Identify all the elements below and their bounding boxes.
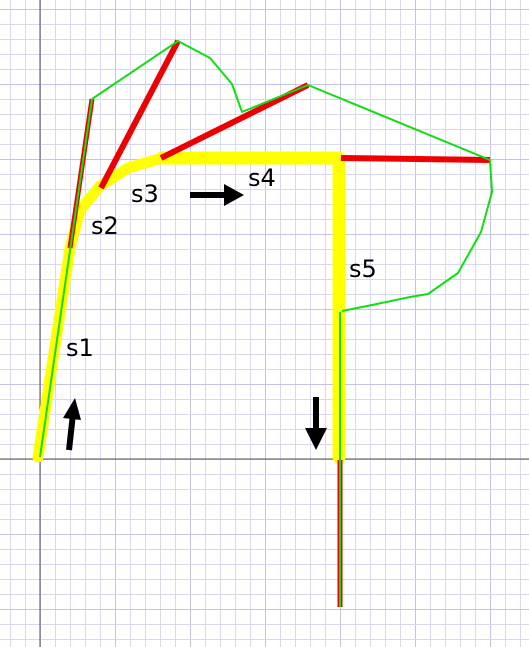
label-s1: s1: [66, 334, 94, 362]
arrow-up-icon: [63, 398, 81, 451]
direction-arrows: [63, 184, 327, 451]
label-s5: s5: [349, 255, 377, 283]
green-envelope: [39, 40, 493, 607]
arrow-down-icon: [305, 397, 327, 450]
green-centerline-s1: [39, 98, 93, 458]
normal-s4: [340, 155, 491, 163]
normal-s3: [159, 82, 310, 161]
green-outer-curve: [91, 40, 493, 312]
label-s2: s2: [91, 212, 119, 240]
label-s3: s3: [131, 180, 159, 208]
segment-s3: [94, 152, 168, 192]
normal-s2: [98, 39, 181, 190]
segment-labels: s1 s2 s3 s4 s5: [66, 164, 377, 362]
yellow-path: [32, 151, 346, 464]
arrow-right-icon: [190, 184, 244, 206]
label-s4: s4: [248, 164, 276, 192]
